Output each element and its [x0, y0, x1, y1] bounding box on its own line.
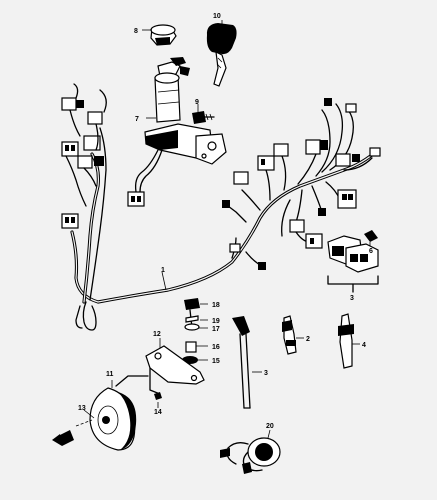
callout-4: 4: [362, 342, 366, 349]
part-12-bracket: [145, 345, 205, 395]
callout-5: 3: [350, 295, 354, 302]
callout-15: 15: [212, 358, 220, 365]
callout-1: 1: [161, 267, 165, 274]
callout-18: 18: [212, 302, 220, 309]
part-11-horn: [89, 375, 162, 451]
part-7-ignition-switch: [127, 57, 227, 207]
part-8-cap: [150, 24, 177, 46]
callout-6: 6: [369, 248, 373, 255]
callout-11: 11: [106, 371, 114, 378]
callout-12: 12: [153, 331, 161, 338]
callout-13: 13: [78, 405, 86, 412]
callout-16: 16: [212, 344, 220, 351]
leader-lines: [83, 20, 371, 439]
part-1-wiring-harness: [61, 83, 381, 331]
part-3-band: [232, 316, 251, 409]
callout-19: 19: [212, 318, 220, 325]
part-20-switch: [220, 437, 281, 474]
callout-14: 14: [154, 409, 162, 416]
callout-7: 7: [135, 116, 139, 123]
callout-9: 9: [195, 99, 199, 106]
callout-2: 2: [306, 336, 310, 343]
part-10-key: [206, 23, 237, 87]
callout-8: 8: [134, 28, 138, 35]
part-9-screw: [192, 111, 215, 124]
part-4-clamp: [338, 313, 354, 369]
part-5-6-relay-group: [327, 230, 379, 293]
callout-labels: 1 2 3 4 3 6 7 8 9 10 11 12 13 14 15 16 1…: [78, 13, 373, 430]
part-2-clamp: [282, 315, 297, 355]
callout-10: 10: [213, 13, 221, 20]
parts-15-19-hardware: [182, 298, 200, 364]
callout-20: 20: [266, 423, 274, 430]
callout-17: 17: [212, 326, 220, 333]
callout-3: 3: [264, 370, 268, 377]
part-13-arrow: [52, 419, 93, 446]
